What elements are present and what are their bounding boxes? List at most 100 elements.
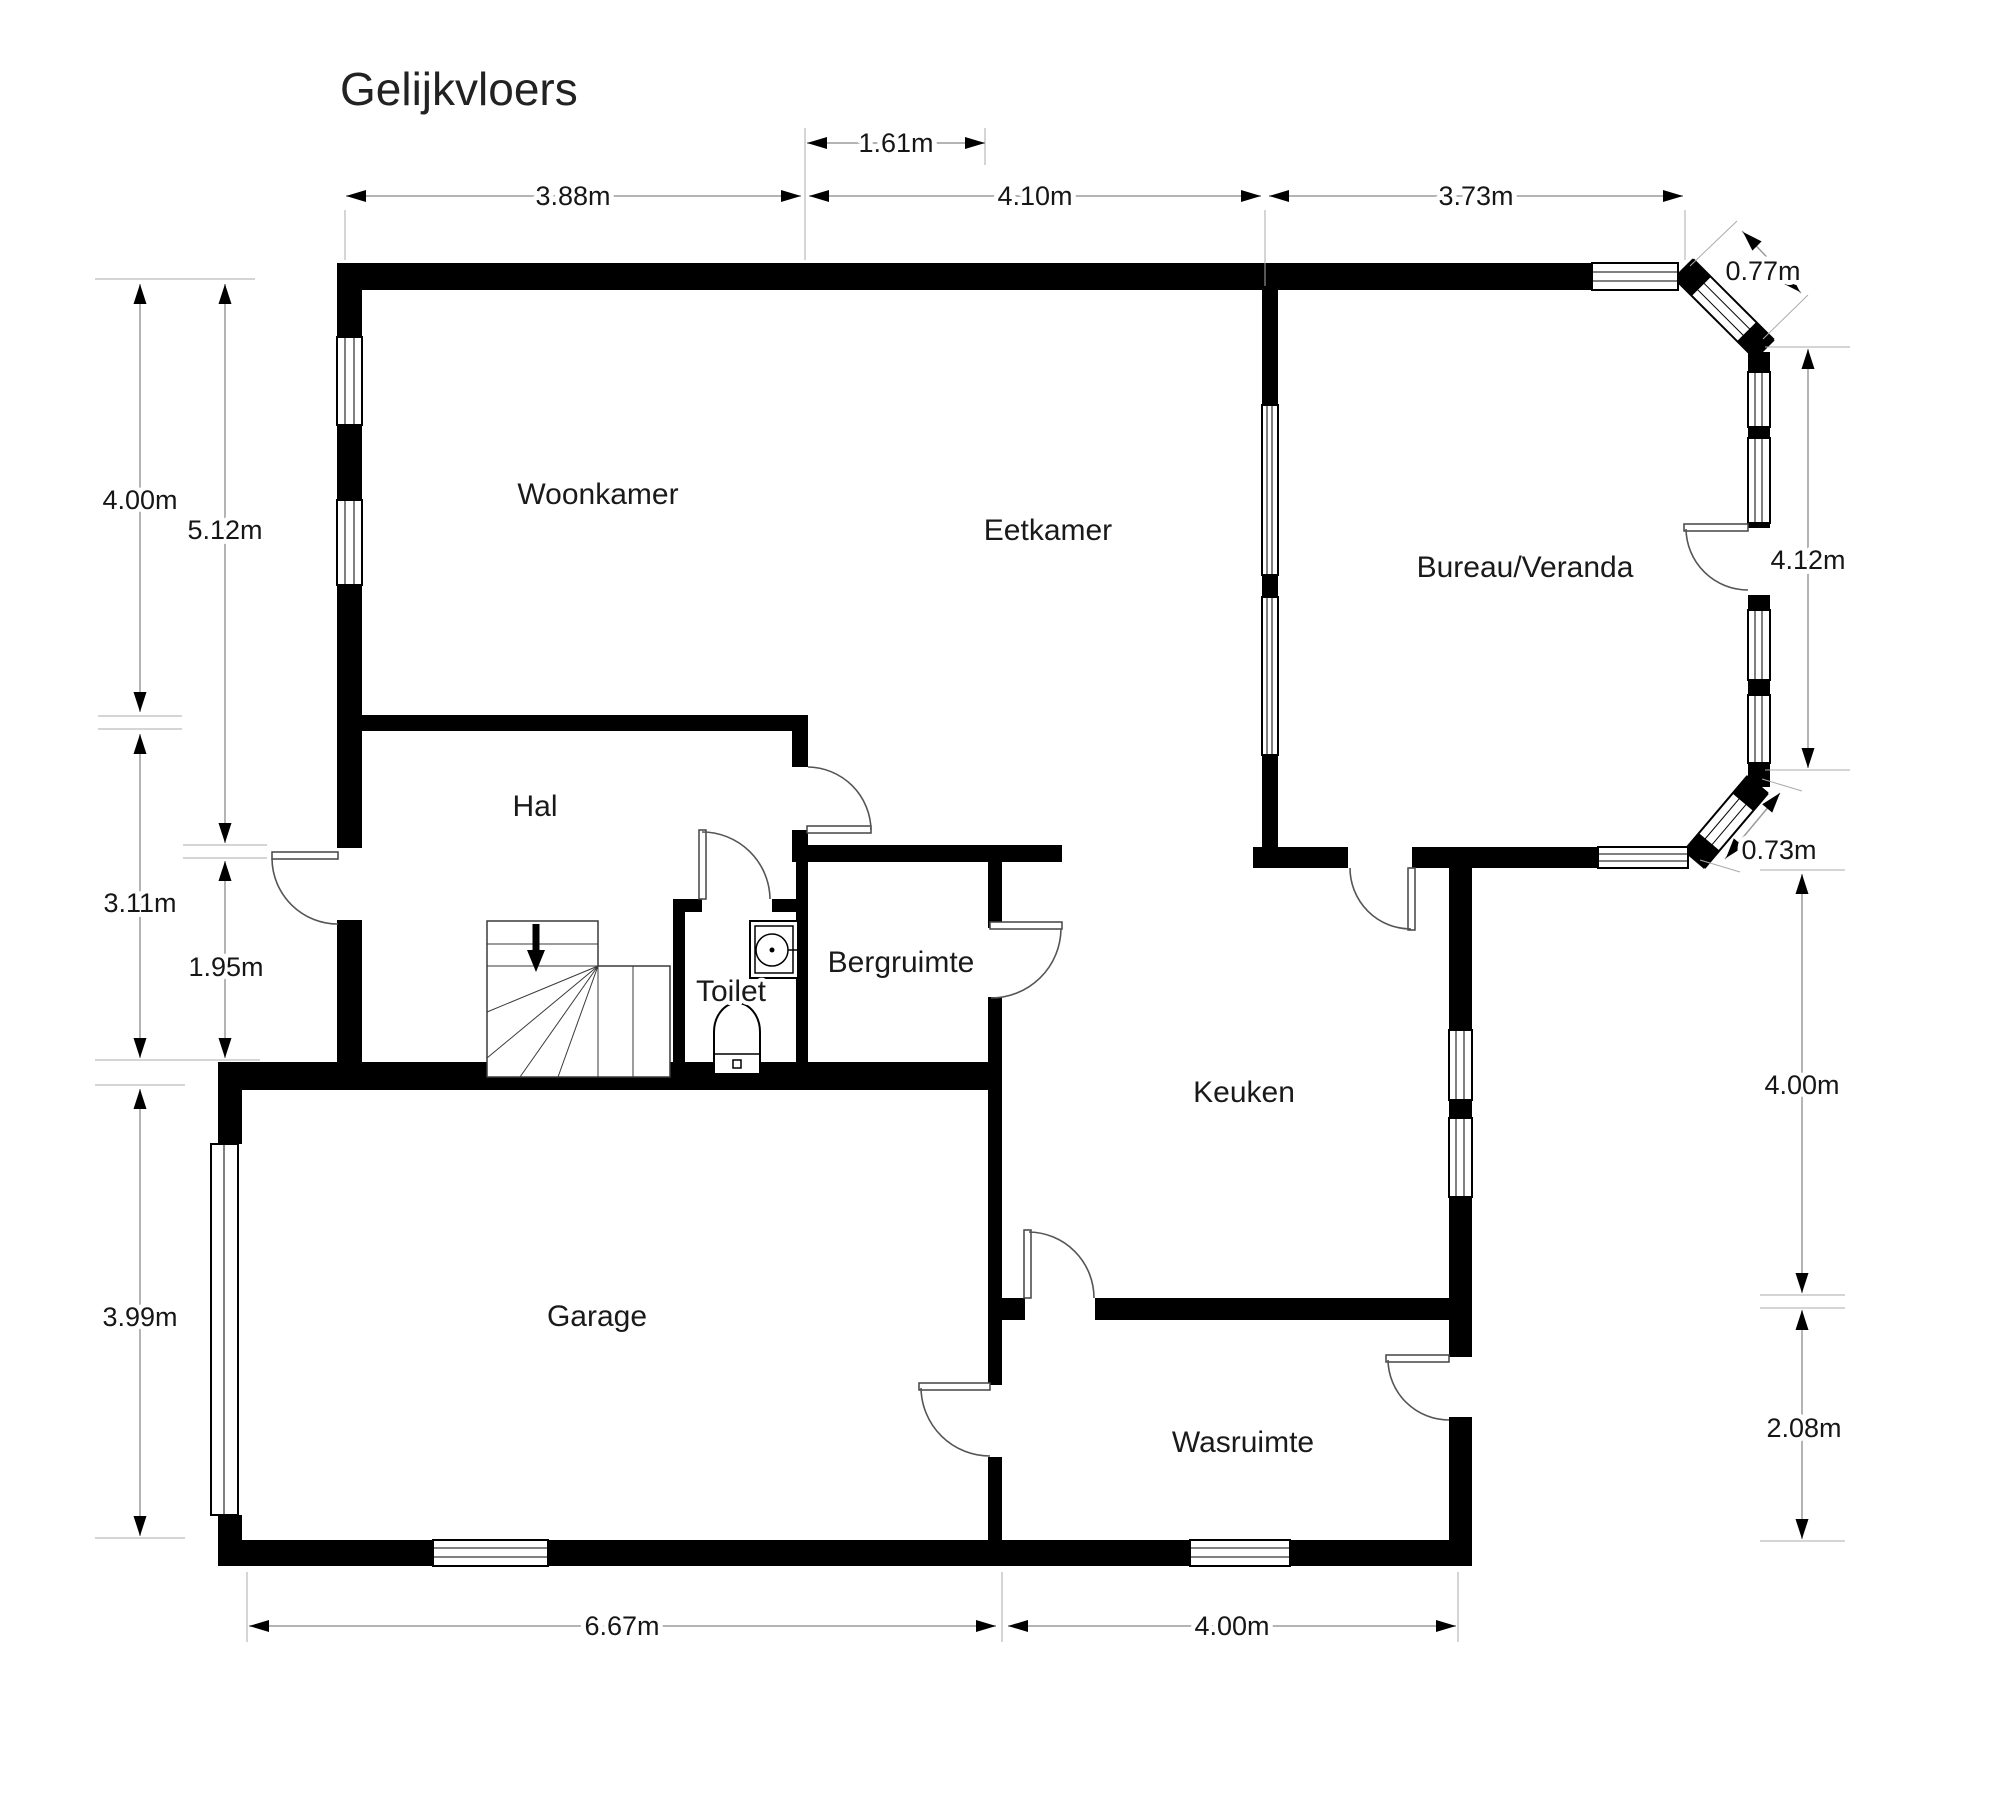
wall-toilet-left xyxy=(673,899,685,1062)
dim-arrow xyxy=(218,1038,232,1058)
dim-arrow xyxy=(807,137,827,149)
toilet-fixtures xyxy=(713,920,799,1075)
wall-top xyxy=(345,263,1592,290)
room-label-bureau-veranda: Bureau/Veranda xyxy=(1417,551,1634,584)
dim-arrow xyxy=(1269,190,1289,202)
wall-hal-stub xyxy=(792,715,808,767)
dim-right-1: 4.12m xyxy=(1770,545,1845,575)
wall-garage-left-seg xyxy=(218,1083,242,1144)
dim-arrow xyxy=(133,692,147,712)
wall-left-seg xyxy=(337,920,362,1062)
dim-top-2: 4.10m xyxy=(997,181,1072,211)
wall-toilet-top-seg xyxy=(772,899,797,912)
wall-eetkamer-bureau-mullion xyxy=(1262,575,1278,597)
dim-arrow xyxy=(218,861,232,881)
wc-icon xyxy=(713,1002,761,1075)
dim-arrow xyxy=(1726,838,1744,858)
dim-arrow xyxy=(1762,793,1780,813)
wall-garage-left-seg xyxy=(218,1515,242,1540)
room-label-bergruimte: Bergruimte xyxy=(828,946,975,979)
dim-arrow xyxy=(133,1516,147,1536)
room-label-eetkamer: Eetkamer xyxy=(984,514,1112,547)
dim-arrow xyxy=(1795,874,1809,894)
window-veranda-right-1 xyxy=(1747,371,1771,428)
wall-keuken-right-seg xyxy=(1449,868,1472,1030)
veranda-door-leaf xyxy=(1683,523,1749,532)
window-woonkamer-left-2 xyxy=(336,499,363,586)
dim-arrow xyxy=(1008,1620,1028,1632)
wall-keuken-right-mullion xyxy=(1449,1100,1472,1118)
dim-arrow xyxy=(781,190,801,202)
hal-eetkamer-door-arc xyxy=(807,766,872,831)
dim-left-2: 5.12m xyxy=(187,515,262,545)
wall-right-mullion xyxy=(1748,595,1770,610)
wall-hal-stub xyxy=(792,830,808,847)
wall-keuken-wasruimte-seg xyxy=(1002,1298,1025,1320)
room-label-woonkamer: Woonkamer xyxy=(517,478,678,511)
garage-wasruimte-door-arc xyxy=(920,1387,991,1457)
room-label-hal: Hal xyxy=(512,790,557,823)
wall-wasruimte-right-seg xyxy=(1449,1417,1472,1566)
dim-top-3: 3.73m xyxy=(1438,181,1513,211)
hal-eetkamer-door-leaf xyxy=(806,825,872,834)
wall-garage-right-seg xyxy=(988,1090,1002,1385)
stairs xyxy=(486,920,671,1078)
room-label-toilet: Toilet xyxy=(696,975,767,1008)
dim-arrow xyxy=(1436,1620,1456,1632)
dim-arrow xyxy=(346,190,366,202)
dim-arrow xyxy=(1781,273,1800,292)
dim-arrow xyxy=(1801,748,1815,768)
dim-top-1: 3.88m xyxy=(535,181,610,211)
wall-hal-top xyxy=(362,715,792,731)
wall-bottom-seg xyxy=(218,1540,433,1566)
entrance-door-arc xyxy=(271,858,339,925)
dim-arrow xyxy=(133,734,147,754)
keuken-wasruimte-door-arc xyxy=(1028,1231,1095,1299)
doors xyxy=(271,523,1749,1457)
window-veranda-right-3 xyxy=(1747,609,1771,681)
dim-arrow xyxy=(133,1089,147,1109)
dim-arrow xyxy=(249,1620,269,1632)
dim-arrow xyxy=(1795,1310,1809,1330)
window-keuken-right-2 xyxy=(1448,1117,1473,1198)
keuken-wasruimte-door-leaf xyxy=(1023,1229,1032,1299)
wall-right-mullion xyxy=(1748,427,1770,438)
wall-garage-right-seg xyxy=(988,1457,1002,1540)
dim-left-3: 3.11m xyxy=(103,888,176,918)
window-bureau-bottom xyxy=(1597,846,1689,869)
window-eetkamer-bureau-2 xyxy=(1261,596,1279,756)
windows xyxy=(210,262,1771,1567)
wasruimte-door-arc xyxy=(1387,1359,1450,1421)
corner-wedge xyxy=(1673,258,1711,296)
dim-corner-top-right: 0.77m xyxy=(1725,256,1800,286)
dim-arrow xyxy=(133,1038,147,1058)
toilet-door-leaf xyxy=(698,829,707,900)
wall-left-seg xyxy=(337,425,362,500)
toilet-door-arc xyxy=(701,831,771,900)
walls xyxy=(218,263,1770,1566)
dimensions: 3.88m 4.10m 3.73m 1.61m 0.77m 4.00m 5.12… xyxy=(95,123,1851,1646)
dim-arrow xyxy=(965,137,985,149)
window-keuken-right-1 xyxy=(1448,1029,1473,1101)
room-label-keuken: Keuken xyxy=(1193,1076,1295,1109)
wall-left-seg xyxy=(337,585,362,848)
garage-wasruimte-door-leaf xyxy=(918,1382,991,1391)
room-label-wasruimte: Wasruimte xyxy=(1172,1426,1314,1459)
wall-right-mullion xyxy=(1748,680,1770,695)
corner-wedge xyxy=(1683,833,1720,869)
bergruimte-door-arc xyxy=(990,928,1062,999)
window-eetkamer-bureau-1 xyxy=(1261,404,1279,576)
wall-bergruimte-right-seg xyxy=(988,997,1002,1062)
dim-bottom-1: 6.67m xyxy=(584,1611,659,1641)
wasruimte-door-leaf xyxy=(1385,1354,1450,1363)
window-veranda-right-4 xyxy=(1747,694,1771,764)
window-veranda-right-2 xyxy=(1747,437,1771,524)
dim-arrow xyxy=(1795,1519,1809,1539)
dim-right-3: 2.08m xyxy=(1766,1413,1841,1443)
corner-window-bottom-right xyxy=(1683,775,1769,869)
bureau-keuken-door-leaf xyxy=(1407,867,1416,931)
wall-bureau-bottom-seg xyxy=(1412,847,1598,868)
dim-arrow xyxy=(809,190,829,202)
wall-eetkamer-bureau-seg xyxy=(1262,290,1278,405)
